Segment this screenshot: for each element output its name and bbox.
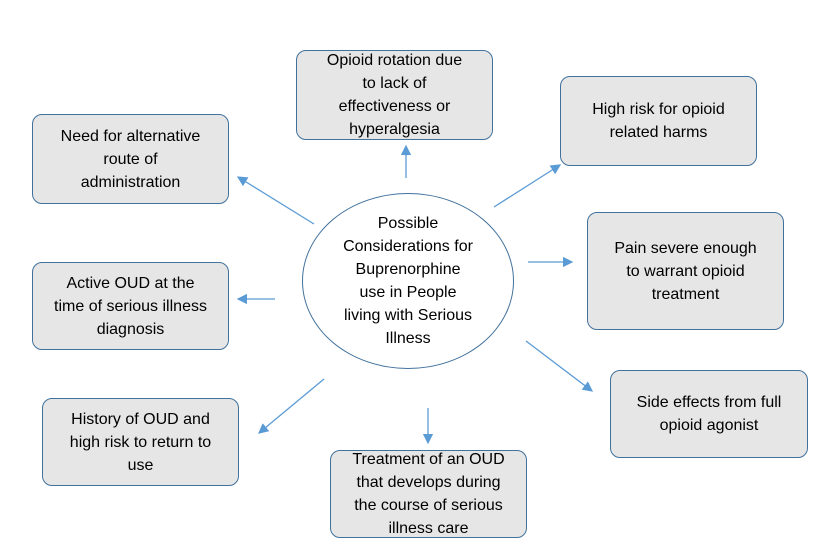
box-side-effects: Side effects from full opioid agonist xyxy=(610,370,808,458)
box-opioid-rotation: Opioid rotation due to lack of effective… xyxy=(296,50,493,140)
box-label: Pain severe enough to warrant opioid tre… xyxy=(614,239,757,303)
box-label: Need for alternative route of administra… xyxy=(60,127,201,191)
box-label: Opioid rotation due to lack of effective… xyxy=(326,52,463,138)
arrow-to-high-risk-harms xyxy=(493,164,562,208)
arrow-to-history-oud xyxy=(258,378,325,434)
box-label: History of OUD and high risk to return t… xyxy=(69,410,212,474)
box-treatment-oud: Treatment of an OUD that develops during… xyxy=(330,450,527,538)
box-label: Treatment of an OUD that develops during… xyxy=(352,451,505,537)
box-high-risk-harms: High risk for opioid related harms xyxy=(560,76,757,166)
box-alternative-route: Need for alternative route of administra… xyxy=(32,114,229,204)
box-label: Side effects from full opioid agonist xyxy=(636,394,782,434)
box-history-oud: History of OUD and high risk to return t… xyxy=(42,398,239,486)
arrow-to-alternative-route xyxy=(236,176,315,225)
arrow-to-side-effects xyxy=(525,340,594,392)
box-label: High risk for opioid related harms xyxy=(592,101,725,141)
box-label: Active OUD at the time of serious illnes… xyxy=(54,274,207,338)
box-severe-pain: Pain severe enough to warrant opioid tre… xyxy=(587,212,784,330)
central-topic-ellipse: Possible Considerations for Buprenorphin… xyxy=(302,193,514,369)
central-topic-label: Possible Considerations for Buprenorphin… xyxy=(343,215,473,347)
box-active-oud: Active OUD at the time of serious illnes… xyxy=(32,262,229,350)
